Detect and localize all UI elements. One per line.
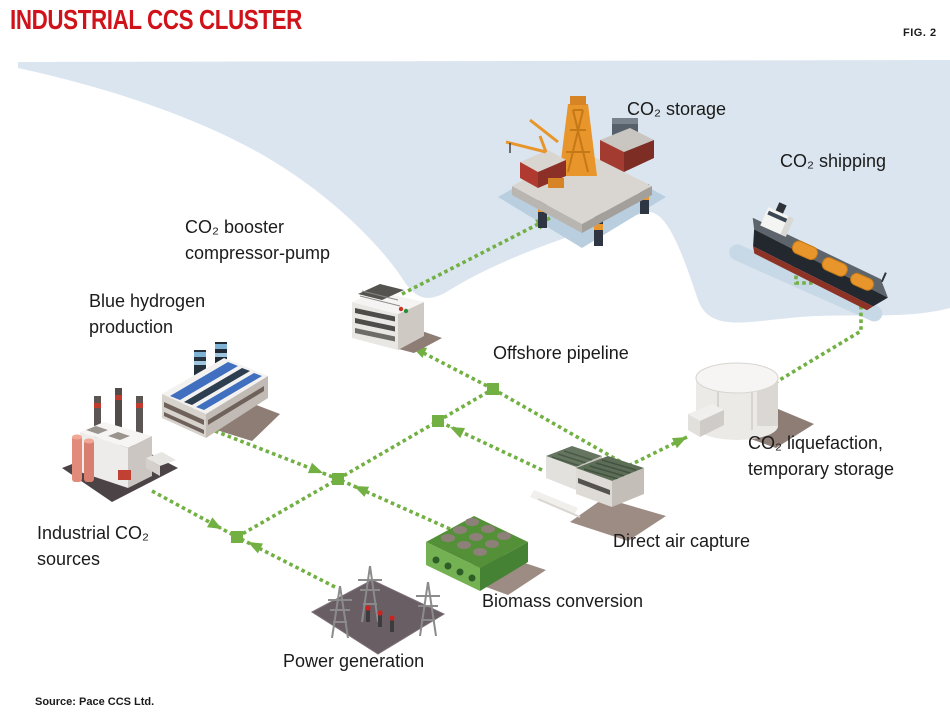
pipe-junctionB-to-junctionE bbox=[337, 419, 439, 481]
industrial-sources-factory-illustration bbox=[62, 388, 178, 502]
junction-node bbox=[231, 531, 243, 543]
pipe-junctionA-to-junctionB bbox=[236, 477, 339, 539]
power-generation-illustration bbox=[311, 565, 446, 655]
pipe-junctionE-to-junctionD bbox=[437, 387, 494, 423]
label-industrial-co2-sources: Industrial CO₂ sources bbox=[37, 523, 150, 569]
pipeline-junction-nodes bbox=[231, 383, 499, 543]
flow-arrow-icon bbox=[450, 427, 466, 439]
label-power-generation: Power generation bbox=[283, 651, 425, 671]
label-co2-shipping: CO₂ shipping bbox=[780, 151, 887, 171]
flow-arrow-icon bbox=[307, 462, 323, 474]
label-offshore-pipeline: Offshore pipeline bbox=[493, 343, 629, 363]
page-title: INDUSTRIAL CCS CLUSTER bbox=[10, 4, 302, 35]
pipe-compressor-to-platform bbox=[401, 216, 551, 296]
pipe-industrial-to-junction bbox=[151, 489, 238, 539]
figure-number: FIG. 2 bbox=[903, 27, 937, 39]
junction-node bbox=[332, 473, 344, 485]
pipe-junction-to-liquefaction bbox=[492, 387, 688, 469]
pipe-junction-to-compressor bbox=[411, 345, 494, 391]
liquefaction-tank-illustration bbox=[688, 362, 814, 448]
source-note: Source: Pace CCS Ltd. bbox=[35, 696, 155, 708]
label-blue-hydrogen-production: Blue hydrogen production bbox=[89, 291, 206, 337]
label-co2-storage: CO₂ storage bbox=[627, 99, 727, 119]
biomass-conversion-illustration bbox=[426, 516, 546, 595]
booster-compressor-pump-illustration bbox=[352, 284, 442, 353]
junction-node bbox=[432, 415, 444, 427]
blue-hydrogen-plant-illustration bbox=[162, 342, 280, 441]
label-booster-compressor-pump: CO₂ booster compressor-pump bbox=[185, 217, 331, 263]
label-direct-air-capture: Direct air capture bbox=[613, 531, 751, 551]
flow-arrow-icon bbox=[248, 542, 264, 554]
flow-arrow-icon bbox=[671, 437, 687, 449]
label-co2-liquefaction: CO₂ liquefaction, temporary storage bbox=[748, 433, 895, 479]
junction-node bbox=[487, 383, 499, 395]
direct-air-capture-illustration bbox=[530, 446, 666, 541]
co2-shipping-vessel-illustration bbox=[752, 202, 888, 311]
flow-arrow-icon bbox=[207, 517, 222, 529]
pipe-liquefaction-to-ship bbox=[762, 256, 863, 392]
label-biomass-conversion: Biomass conversion bbox=[482, 591, 644, 611]
flow-arrow-icon bbox=[354, 486, 370, 497]
co2-storage-platform-illustration bbox=[505, 96, 654, 246]
